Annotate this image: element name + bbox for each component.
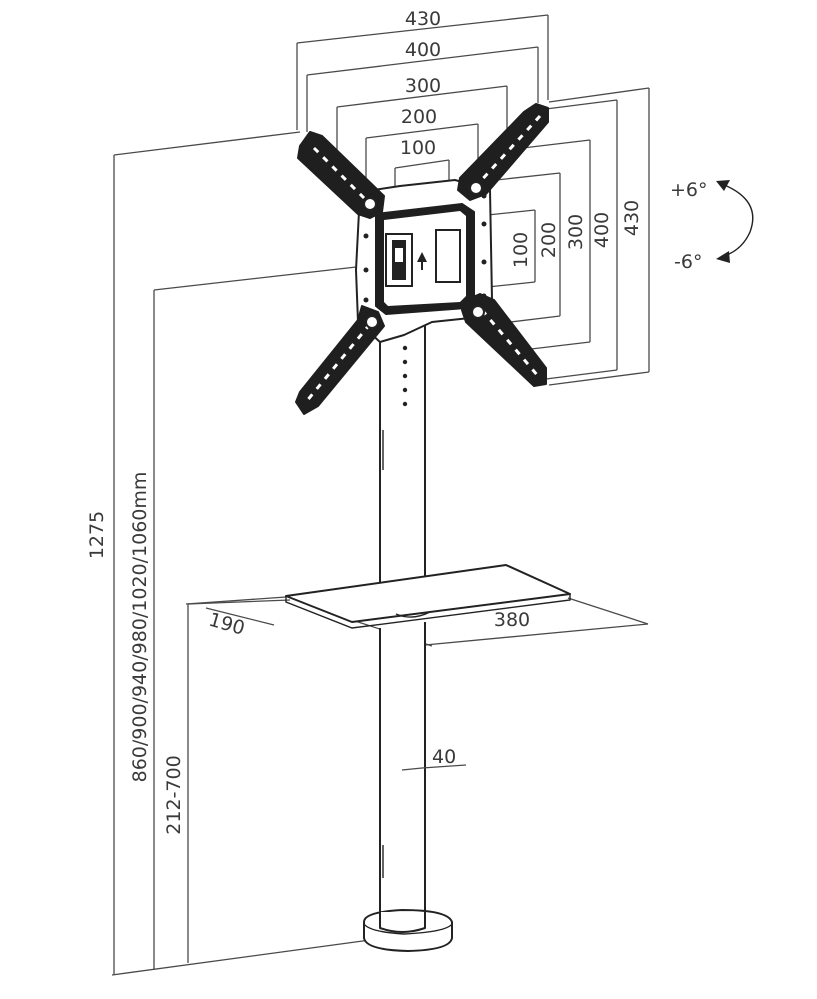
vesa-width-100-label: 100 [400, 137, 436, 159]
shelf-width-label: 380 [494, 609, 530, 631]
shelf-depth-label: 190 [206, 609, 247, 640]
base [363, 909, 453, 952]
pole-diameter-label: 40 [432, 746, 456, 768]
vesa-height-dimensions: 100 200 300 400 430 [477, 87, 650, 386]
vesa-height-200-label: 200 [538, 222, 560, 258]
shelf-height-label: 212-700 [163, 755, 185, 834]
up-arrow-icon [417, 252, 427, 262]
tilt-down-label: -6° [674, 251, 702, 273]
tilt-up-label: +6° [670, 179, 708, 201]
vesa-width-dimensions: 430 400 300 200 100 [296, 8, 549, 196]
vesa-height-100-label: 100 [510, 232, 532, 268]
tilt-arrow-up-icon [716, 180, 730, 191]
vesa-width-200-label: 200 [401, 106, 437, 128]
tilt-arc-icon [721, 183, 754, 257]
vesa-mount [295, 103, 549, 415]
shelf: 190 380 [185, 564, 649, 647]
right-bracket-slot [435, 229, 461, 283]
lower-pole: 40 [379, 622, 467, 931]
upper-pole [379, 312, 426, 590]
tilt-indicator: +6° -6° [670, 179, 754, 273]
vesa-width-300-label: 300 [405, 75, 441, 97]
arm-lower-right [461, 293, 547, 387]
mount-heights-label: 860/900/940/980/1020/1060mm [129, 472, 151, 783]
vesa-width-400-label: 400 [405, 39, 441, 61]
vesa-width-430-label: 430 [405, 8, 441, 30]
vesa-height-400-label: 400 [591, 212, 613, 248]
height-dimensions: 1275 860/900/940/980/1020/1060mm 212-700 [86, 131, 371, 976]
pole-adjustment-holes [402, 345, 408, 407]
tilt-arrow-down-icon [716, 251, 730, 263]
vesa-height-430-label: 430 [621, 200, 643, 236]
overall-height-label: 1275 [86, 511, 108, 559]
arm-upper-right [457, 103, 549, 201]
vesa-height-300-label: 300 [565, 214, 587, 250]
